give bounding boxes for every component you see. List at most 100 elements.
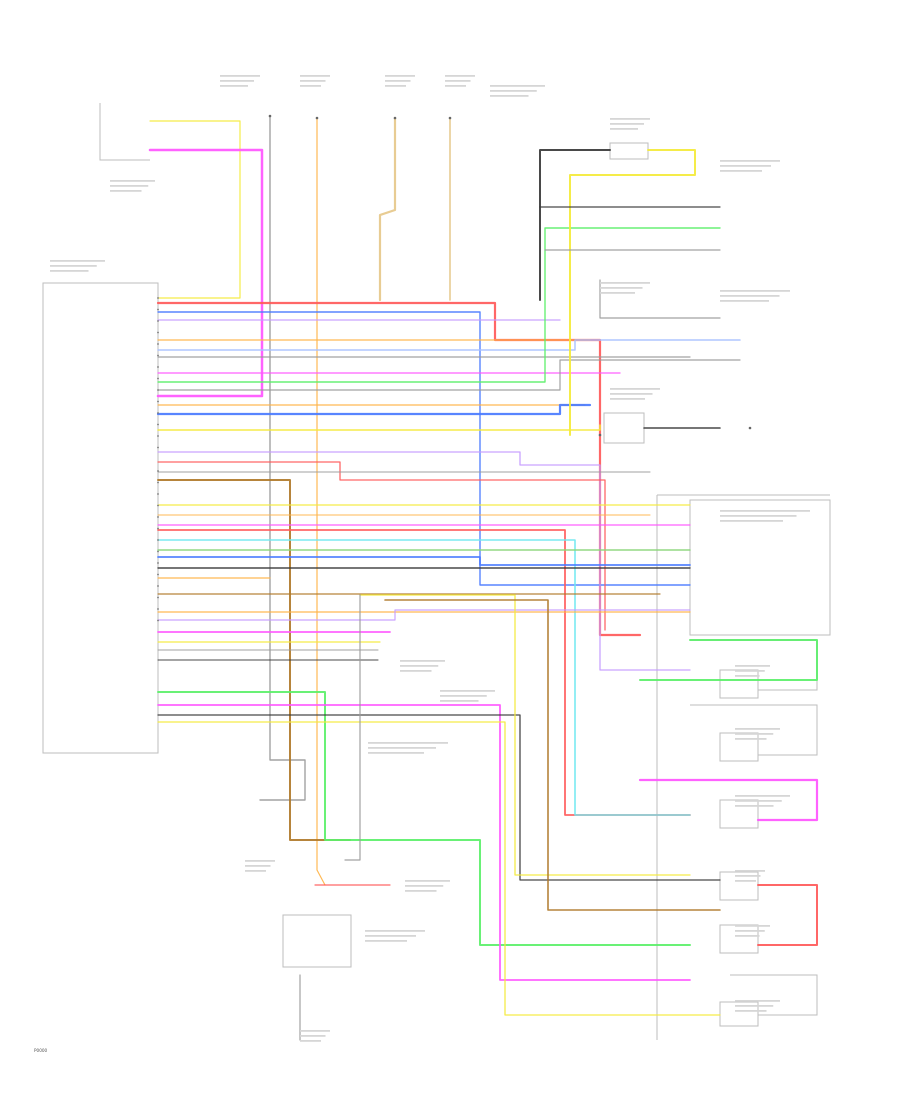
label-glyph	[600, 292, 635, 294]
label-glyph	[735, 935, 760, 937]
wire-gray-8	[344, 594, 361, 861]
label-glyph	[440, 700, 479, 702]
label-glyph	[220, 80, 254, 82]
transmission-boundary	[656, 494, 830, 1040]
label-glyph	[400, 660, 445, 662]
label-glyph	[720, 170, 762, 172]
label-glyph	[735, 795, 790, 797]
pcm-pin	[157, 596, 159, 599]
label-glyph	[735, 665, 770, 667]
label-glyph	[110, 185, 149, 187]
label-glyph	[445, 85, 466, 87]
wire-violet-3	[157, 609, 691, 621]
terminal-dot	[268, 114, 272, 118]
pcm-pin	[157, 423, 159, 426]
pcm-pin	[157, 481, 159, 484]
pcm-pin	[157, 470, 159, 472]
wire-ltgreen-1	[157, 227, 721, 383]
label-glyph	[735, 670, 765, 672]
pcm-frame	[42, 282, 159, 754]
pcm-pin	[157, 412, 159, 414]
pcm-pin	[157, 435, 159, 437]
label-glyph	[490, 85, 545, 87]
wire-blue-1	[157, 311, 691, 586]
label-glyph	[300, 1035, 326, 1037]
label-glyph	[400, 670, 432, 672]
wire-yellow-2	[157, 424, 601, 431]
label-glyph	[490, 95, 529, 97]
pcm-pin	[157, 400, 159, 403]
pcm-pin	[157, 308, 159, 311]
label-glyph	[300, 75, 330, 77]
label-glyph	[735, 675, 760, 677]
label-glyph	[385, 80, 411, 82]
label-glyph	[50, 270, 89, 272]
pressure-switch-2	[719, 732, 759, 762]
wire-yellow-sensor	[569, 149, 696, 436]
label-glyph	[445, 80, 471, 82]
pcm-pin	[157, 343, 159, 345]
small-label-layer	[50, 75, 810, 1042]
pcm-pin	[157, 573, 159, 576]
label-glyph	[368, 742, 448, 744]
label-glyph	[220, 85, 248, 87]
pcm-pin	[157, 320, 159, 322]
wire-violet-2	[157, 451, 691, 671]
pcm-pin	[157, 585, 159, 587]
pcm-pin	[157, 493, 159, 495]
label-glyph	[300, 85, 321, 87]
wire-brown-3	[384, 599, 721, 911]
label-glyph	[735, 880, 756, 882]
pcm-pin	[157, 527, 159, 530]
wire-black-5	[157, 714, 721, 881]
wire-ltblue-1	[157, 339, 741, 351]
switch-loop-3	[730, 974, 818, 1016]
pcm-pin	[157, 562, 159, 564]
connector-marks	[157, 114, 752, 622]
label-glyph	[735, 738, 767, 740]
label-glyph	[735, 1010, 767, 1012]
pcm-pin	[157, 619, 159, 622]
label-glyph	[610, 388, 660, 390]
component-frames	[42, 103, 831, 1040]
label-glyph	[245, 860, 275, 862]
label-glyph	[735, 733, 774, 735]
label-glyph	[245, 870, 266, 872]
label-glyph	[610, 128, 638, 130]
pcm-pin	[157, 516, 159, 518]
label-glyph	[720, 510, 810, 512]
label-glyph	[50, 265, 97, 267]
wire-tan-ignition	[378, 116, 397, 302]
pressure-switch-3	[719, 799, 759, 829]
label-glyph	[405, 890, 437, 892]
label-glyph	[440, 690, 495, 692]
label-glyph	[400, 665, 439, 667]
wire-red-3	[157, 529, 691, 816]
terminal-dot	[598, 433, 602, 437]
label-glyph	[720, 515, 797, 517]
pcm-pin	[157, 331, 159, 334]
pcm-pin	[157, 446, 159, 449]
sensor-frame-top	[609, 142, 649, 160]
pcm-pin	[157, 297, 159, 299]
switch-loop-2	[690, 704, 818, 756]
wire-yellow-5	[157, 721, 721, 1016]
range-sensor-frame	[282, 914, 352, 968]
pcm-pin	[157, 539, 159, 541]
wire-black-sensor	[539, 149, 611, 301]
wire-orange-ign	[316, 117, 326, 886]
label-glyph	[735, 805, 774, 807]
wire-gray-3	[157, 359, 741, 391]
pcm-pin	[157, 377, 159, 380]
wire-green-pcm-c	[157, 691, 691, 946]
pressure-switch-1	[719, 669, 759, 699]
wire-yellow-speed	[149, 120, 241, 299]
wire-ltgreen-2	[639, 639, 818, 681]
label-glyph	[720, 295, 780, 297]
wire-gray-5	[599, 279, 721, 319]
label-glyph	[720, 300, 769, 302]
terminal-dot	[393, 116, 397, 120]
wire-yellow-6	[359, 594, 691, 876]
label-glyph	[300, 1040, 321, 1042]
